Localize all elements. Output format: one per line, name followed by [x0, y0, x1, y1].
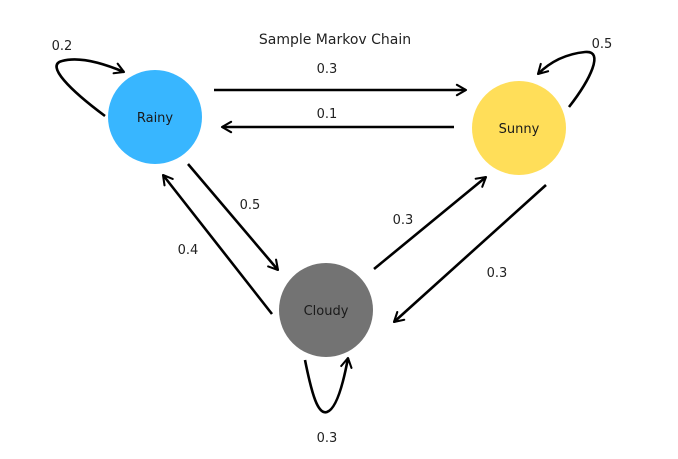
edge-rainy-cloudy-label: 0.5: [240, 198, 261, 213]
edge-sunny-cloudy: [392, 184, 547, 324]
node-cloudy-circle: [279, 263, 373, 357]
node-cloudy-label: Cloudy: [304, 304, 349, 319]
edge-rainy-rainy: [55, 58, 126, 118]
edge-sunny-sunny-label: 0.5: [592, 37, 613, 52]
edge-cloudy-cloudy-label: 0.3: [317, 431, 338, 446]
edge-rainy-sunny-label: 0.3: [317, 62, 338, 77]
edge-rainy-cloudy: [187, 163, 280, 272]
edge-rainy-rainy-label: 0.2: [52, 39, 73, 54]
edge-cloudy-sunny: [373, 175, 488, 271]
node-rainy-circle: [108, 70, 202, 164]
node-sunny-label: Sunny: [499, 122, 540, 137]
node-sunny-circle: [472, 81, 566, 175]
edge-cloudy-sunny-label: 0.3: [393, 213, 414, 228]
edge-cloudy-cloudy: [303, 356, 353, 414]
node-rainy: Rainy: [108, 70, 202, 164]
node-rainy-label: Rainy: [137, 111, 174, 126]
edge-sunny-sunny: [536, 50, 596, 108]
edge-sunny-rainy-label: 0.1: [317, 107, 338, 122]
node-sunny: Sunny: [472, 81, 566, 175]
diagram-title: Sample Markov Chain: [259, 32, 411, 48]
edge-cloudy-rainy-label: 0.4: [178, 243, 199, 258]
node-cloudy: Cloudy: [279, 263, 373, 357]
edge-cloudy-rainy: [161, 173, 274, 315]
edge-sunny-cloudy-label: 0.3: [487, 266, 508, 281]
